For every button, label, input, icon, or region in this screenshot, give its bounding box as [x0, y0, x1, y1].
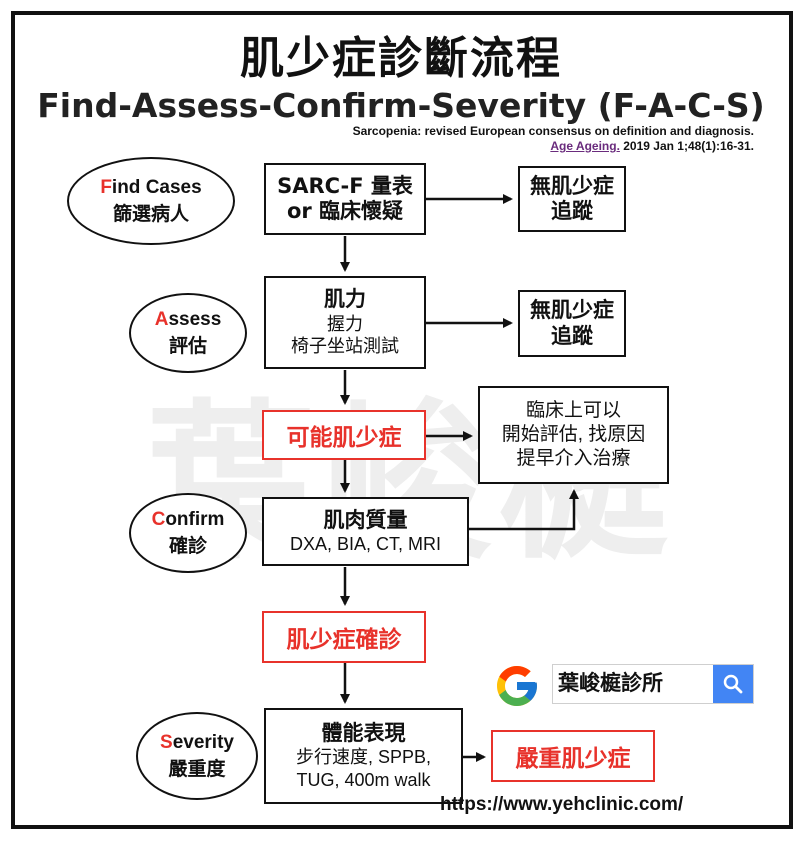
step-name: ssess — [168, 308, 222, 330]
box-title: 肌力 — [324, 287, 366, 312]
box-muscle-mass: 肌肉質量 DXA, BIA, CT, MRI — [262, 497, 469, 566]
box-line: 握力 — [327, 313, 363, 334]
box-title: 體能表現 — [321, 720, 406, 745]
arrow-confirm-to-clinical — [469, 489, 579, 531]
result-label: 嚴重肌少症 — [515, 746, 631, 772]
box-line: 追蹤 — [551, 199, 593, 223]
search-query[interactable]: 葉峻榳診所 — [558, 671, 663, 695]
step-label-cn: 篩選病人 — [112, 202, 189, 225]
result-label: 可能肌少症 — [286, 425, 402, 451]
box-line: 追蹤 — [551, 323, 593, 348]
step-find-cases: Find Cases 篩選病人 — [67, 157, 235, 245]
step-letter: A — [154, 308, 169, 330]
step-label-cn: 評估 — [168, 334, 207, 357]
box-no-sarcopenia-2: 無肌少症 追蹤 — [518, 290, 626, 357]
step-assess: Assess 評估 — [129, 293, 247, 373]
search-button[interactable] — [713, 665, 753, 703]
box-line: DXA, BIA, CT, MRI — [289, 533, 442, 554]
step-letter: C — [151, 508, 166, 530]
box-line: 提早介入治療 — [516, 447, 631, 469]
step-letter: S — [160, 731, 173, 753]
reference-title: Sarcopenia: revised European consensus o… — [352, 124, 754, 138]
journal-link[interactable]: Age Ageing. — [550, 139, 620, 153]
box-severe-sarcopenia: 嚴重肌少症 — [491, 730, 655, 782]
step-name: ind Cases — [111, 176, 202, 198]
box-line: 步行速度, SPPB, — [295, 747, 432, 768]
step-label-cn: 嚴重度 — [168, 757, 226, 780]
step-confirm: Confirm 確診 — [129, 493, 247, 573]
box-line: 開始評估, 找原因 — [501, 424, 646, 446]
box-physical-performance: 體能表現 步行速度, SPPB, TUG, 400m walk — [264, 708, 463, 804]
box-line: 無肌少症 — [530, 173, 614, 198]
step-letter: F — [100, 176, 112, 198]
box-line: 臨床上可以 — [525, 400, 621, 422]
step-name: everity — [172, 731, 234, 753]
box-title: 肌肉質量 — [323, 507, 408, 532]
clinic-url[interactable]: https://www.yehclinic.com/ — [440, 794, 684, 815]
result-label: 肌少症確診 — [286, 627, 402, 653]
page-title: 肌少症診斷流程 — [240, 33, 562, 84]
step-name: onfirm — [165, 508, 225, 530]
box-sarcopenia-confirmed: 肌少症確診 — [262, 611, 426, 663]
box-line: or 臨床懷疑 — [286, 199, 404, 223]
step-severity: Severity 嚴重度 — [136, 712, 258, 800]
box-line: SARC-F 量表 — [277, 173, 413, 198]
search-icon — [723, 674, 743, 694]
box-line: 椅子坐站測試 — [291, 336, 399, 357]
outer-frame — [11, 11, 793, 829]
reference-citation: Age Ageing. 2019 Jan 1;48(1):16-31. — [550, 139, 754, 153]
step-label-cn: 確診 — [168, 534, 207, 557]
box-line: TUG, 400m walk — [296, 769, 431, 790]
page-subtitle: Find-Assess-Confirm-Severity (F-A-C-S) — [37, 86, 765, 125]
box-clinical-action: 臨床上可以 開始評估, 找原因 提早介入治療 — [478, 386, 669, 484]
citation-details: 2019 Jan 1;48(1):16-31. — [619, 139, 754, 153]
google-icon — [497, 666, 537, 706]
box-sarc-f: SARC-F 量表 or 臨床懷疑 — [264, 163, 426, 235]
box-no-sarcopenia-1: 無肌少症 追蹤 — [518, 166, 626, 232]
box-muscle-strength: 肌力 握力 椅子坐站測試 — [264, 276, 426, 369]
box-possible-sarcopenia: 可能肌少症 — [262, 410, 426, 460]
box-line: 無肌少症 — [530, 298, 614, 323]
